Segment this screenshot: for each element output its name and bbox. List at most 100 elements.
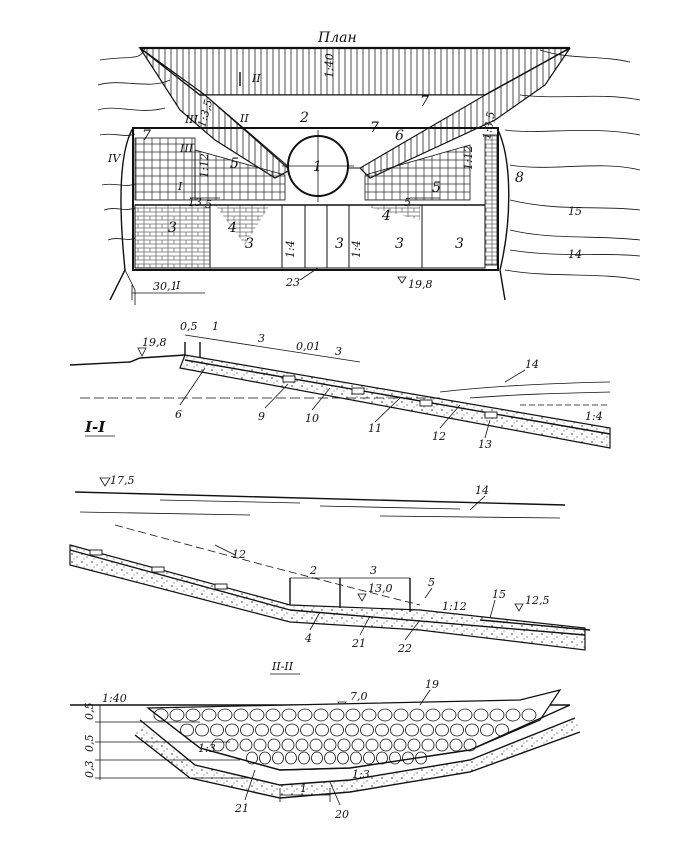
label-n5a: 5: [230, 156, 239, 172]
boulder: [337, 751, 349, 765]
label-cut-III-side: III: [179, 142, 194, 155]
boulders: [153, 708, 537, 765]
section-lower-slope: 17,5 2 3 13,0 12,5 1:12: [69, 474, 591, 655]
ground-left: [69, 354, 186, 366]
boulder: [311, 751, 323, 765]
boulder: [285, 751, 297, 765]
slope-slab-s1: [179, 354, 611, 449]
dim-line-s1: [184, 334, 361, 363]
label-n3b: 3: [245, 236, 254, 252]
label-slope-right: 1:3,5: [480, 110, 498, 140]
label-slope-inner-left: 1:12: [198, 153, 211, 178]
section-I-I: I-I 19,8 0,5 1 3 0,01 3 1:4: [69, 320, 611, 451]
label-s1-n10: 10: [305, 412, 319, 425]
leader-23: [299, 267, 319, 281]
label-slope-inner-right: 1:12: [462, 145, 475, 170]
label-layer-b: 0,5: [83, 735, 96, 753]
label-n4a: 4: [227, 220, 237, 236]
plan-title: План: [317, 30, 357, 46]
boulder: [297, 708, 313, 722]
boulder: [169, 708, 185, 722]
toe-line-15: [479, 619, 591, 631]
boulder: [217, 708, 233, 722]
boulder: [435, 738, 449, 752]
water-ripple-4: [379, 515, 561, 519]
boulder: [313, 708, 329, 722]
boulder: [249, 708, 265, 722]
label-slope-left-s3: 1:3: [198, 742, 216, 755]
block-3-right: [421, 204, 486, 269]
boulder: [239, 738, 253, 752]
label-slope-low-right: 1:4: [350, 240, 363, 258]
boulder: [300, 723, 314, 737]
label-dim-2: 2: [309, 564, 317, 577]
boulder: [350, 751, 362, 765]
section1-title: I-I: [84, 418, 106, 436]
boulder: [365, 738, 379, 752]
boulder: [363, 751, 375, 765]
label-n3c: 3: [335, 236, 344, 252]
boulder: [210, 723, 224, 737]
boulder: [201, 708, 217, 722]
label-elevation-mid: 13,0: [368, 582, 393, 595]
label-n6: 6: [395, 128, 404, 144]
label-n5b: 5: [432, 180, 441, 196]
label-n7a: 7: [142, 128, 151, 144]
label-n3d: 3: [395, 236, 404, 252]
right-rim: [497, 129, 510, 301]
boulder: [285, 723, 299, 737]
boulder: [421, 738, 435, 752]
boulder: [409, 708, 425, 722]
label-s1-n9: 9: [258, 410, 265, 423]
block-13: [484, 411, 498, 419]
label-elevation-s3: 7,0: [350, 690, 368, 703]
brick-diagonal-right: [360, 205, 420, 220]
boulder: [390, 723, 404, 737]
boulder: [345, 723, 359, 737]
elevation-marker-plan: [397, 276, 407, 284]
boulder: [270, 723, 284, 737]
label-n7c: 7: [420, 94, 429, 110]
boulder: [255, 723, 269, 737]
label-s3-n21: 21: [234, 802, 249, 815]
section-II-II: II-II 1:40 7,0 0,5 0,5 0,3 1:3 1:3 1: [70, 660, 581, 821]
boulder: [450, 723, 464, 737]
label-n23: 23: [285, 276, 300, 289]
boulder: [375, 723, 389, 737]
label-layer-c: 0,3: [83, 761, 96, 779]
water-ripple-1: [159, 499, 301, 504]
leaders-s3: [244, 689, 431, 806]
label-s2-n4: 4: [304, 632, 312, 645]
sill-verticals: [289, 578, 411, 612]
label-cut-II: II: [251, 72, 261, 85]
boulder: [240, 723, 254, 737]
block-9: [282, 375, 296, 383]
boulder: [233, 708, 249, 722]
boulder: [180, 723, 194, 737]
label-s3-n19: 19: [425, 678, 439, 691]
label-dim-bottom: 1: [300, 782, 307, 795]
boulder: [393, 738, 407, 752]
boulder: [463, 738, 477, 752]
slab-top-line-s1: [184, 359, 611, 435]
boulder: [281, 708, 297, 722]
boulder: [309, 738, 323, 752]
boulder: [265, 708, 281, 722]
block-s1-c: [419, 399, 433, 407]
label-dim-3b: 3: [335, 345, 342, 358]
left-outlet: [124, 269, 136, 305]
boulder: [351, 738, 365, 752]
label-n5c: 5: [205, 198, 212, 211]
boulder: [402, 751, 414, 765]
boulder: [153, 708, 169, 722]
block-s1-b: [351, 387, 365, 395]
plan-view: План: [97, 30, 641, 305]
label-dim-1: 1: [212, 320, 219, 333]
boulder: [361, 708, 377, 722]
right-diagonal-grid: [364, 144, 471, 201]
boulder: [225, 738, 239, 752]
boulder: [480, 723, 494, 737]
label-s1-n13: 13: [478, 438, 492, 451]
boulder: [521, 708, 537, 722]
boulder: [323, 738, 337, 752]
